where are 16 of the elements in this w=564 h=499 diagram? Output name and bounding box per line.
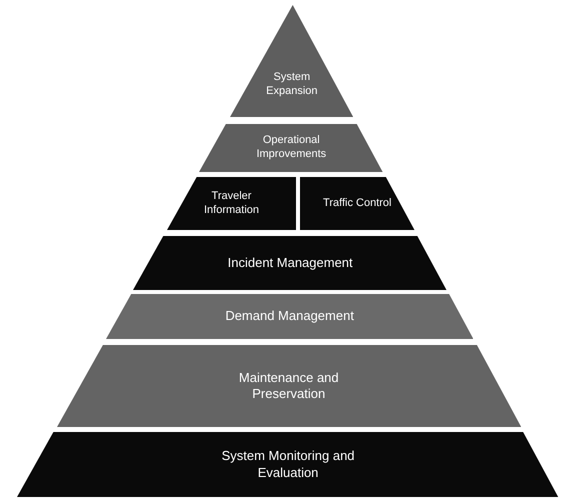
pyramid-layer — [106, 294, 474, 339]
layer-label: Maintenance and Preservation — [238, 370, 340, 402]
layer-label: Traveler Information — [202, 190, 260, 218]
pyramid-layer — [17, 432, 559, 497]
pyramid-layer — [199, 124, 384, 172]
layer-label: Demand Management — [224, 308, 355, 325]
pyramid-layer — [133, 236, 447, 290]
layer-label: System Monitoring and Evaluation — [220, 448, 356, 481]
pyramid-layer — [230, 5, 354, 117]
layer-label: Operational Improvements — [255, 134, 328, 162]
pyramid-layer — [56, 345, 521, 427]
layer-label: Traffic Control — [322, 196, 392, 210]
layer-label: System Expansion — [265, 71, 319, 99]
layer-label: Incident Management — [226, 254, 354, 272]
pyramid-layer — [167, 177, 296, 230]
pyramid-layer — [300, 177, 414, 230]
